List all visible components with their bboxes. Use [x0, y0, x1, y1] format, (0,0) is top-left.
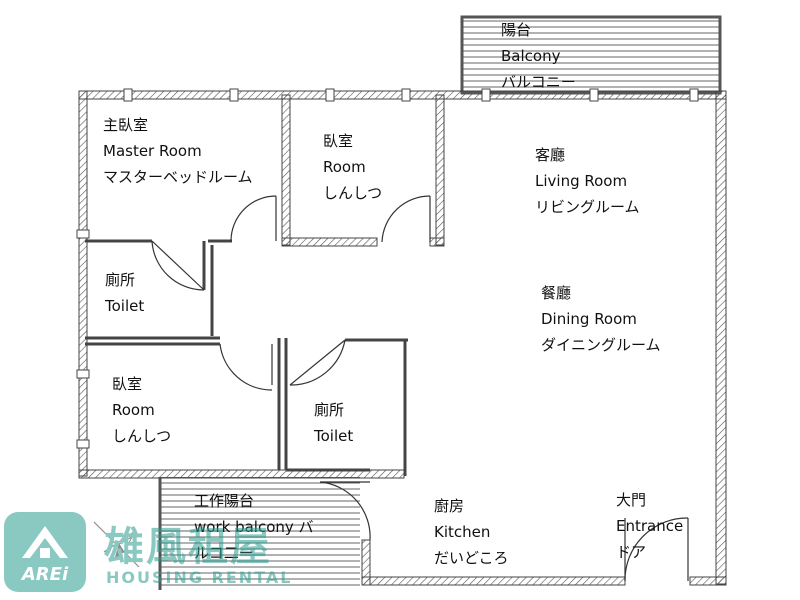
work-balcony-area	[158, 477, 360, 590]
balcony-area	[460, 15, 722, 95]
watermark: AREi 雄風租屋 HOUSING RENTAL	[4, 512, 294, 600]
windows	[76, 88, 699, 449]
door-swings	[151, 195, 689, 582]
thin-walls	[85, 239, 408, 476]
interior-walls	[281, 94, 445, 247]
watermark-logo-text: AREi	[21, 564, 69, 585]
house-roof-icon	[22, 526, 68, 558]
compass-icon	[93, 521, 140, 568]
watermark-title: 雄風租屋	[104, 524, 272, 570]
watermark-subtitle: HOUSING RENTAL	[106, 568, 293, 587]
watermark-logo: AREi	[4, 512, 86, 592]
